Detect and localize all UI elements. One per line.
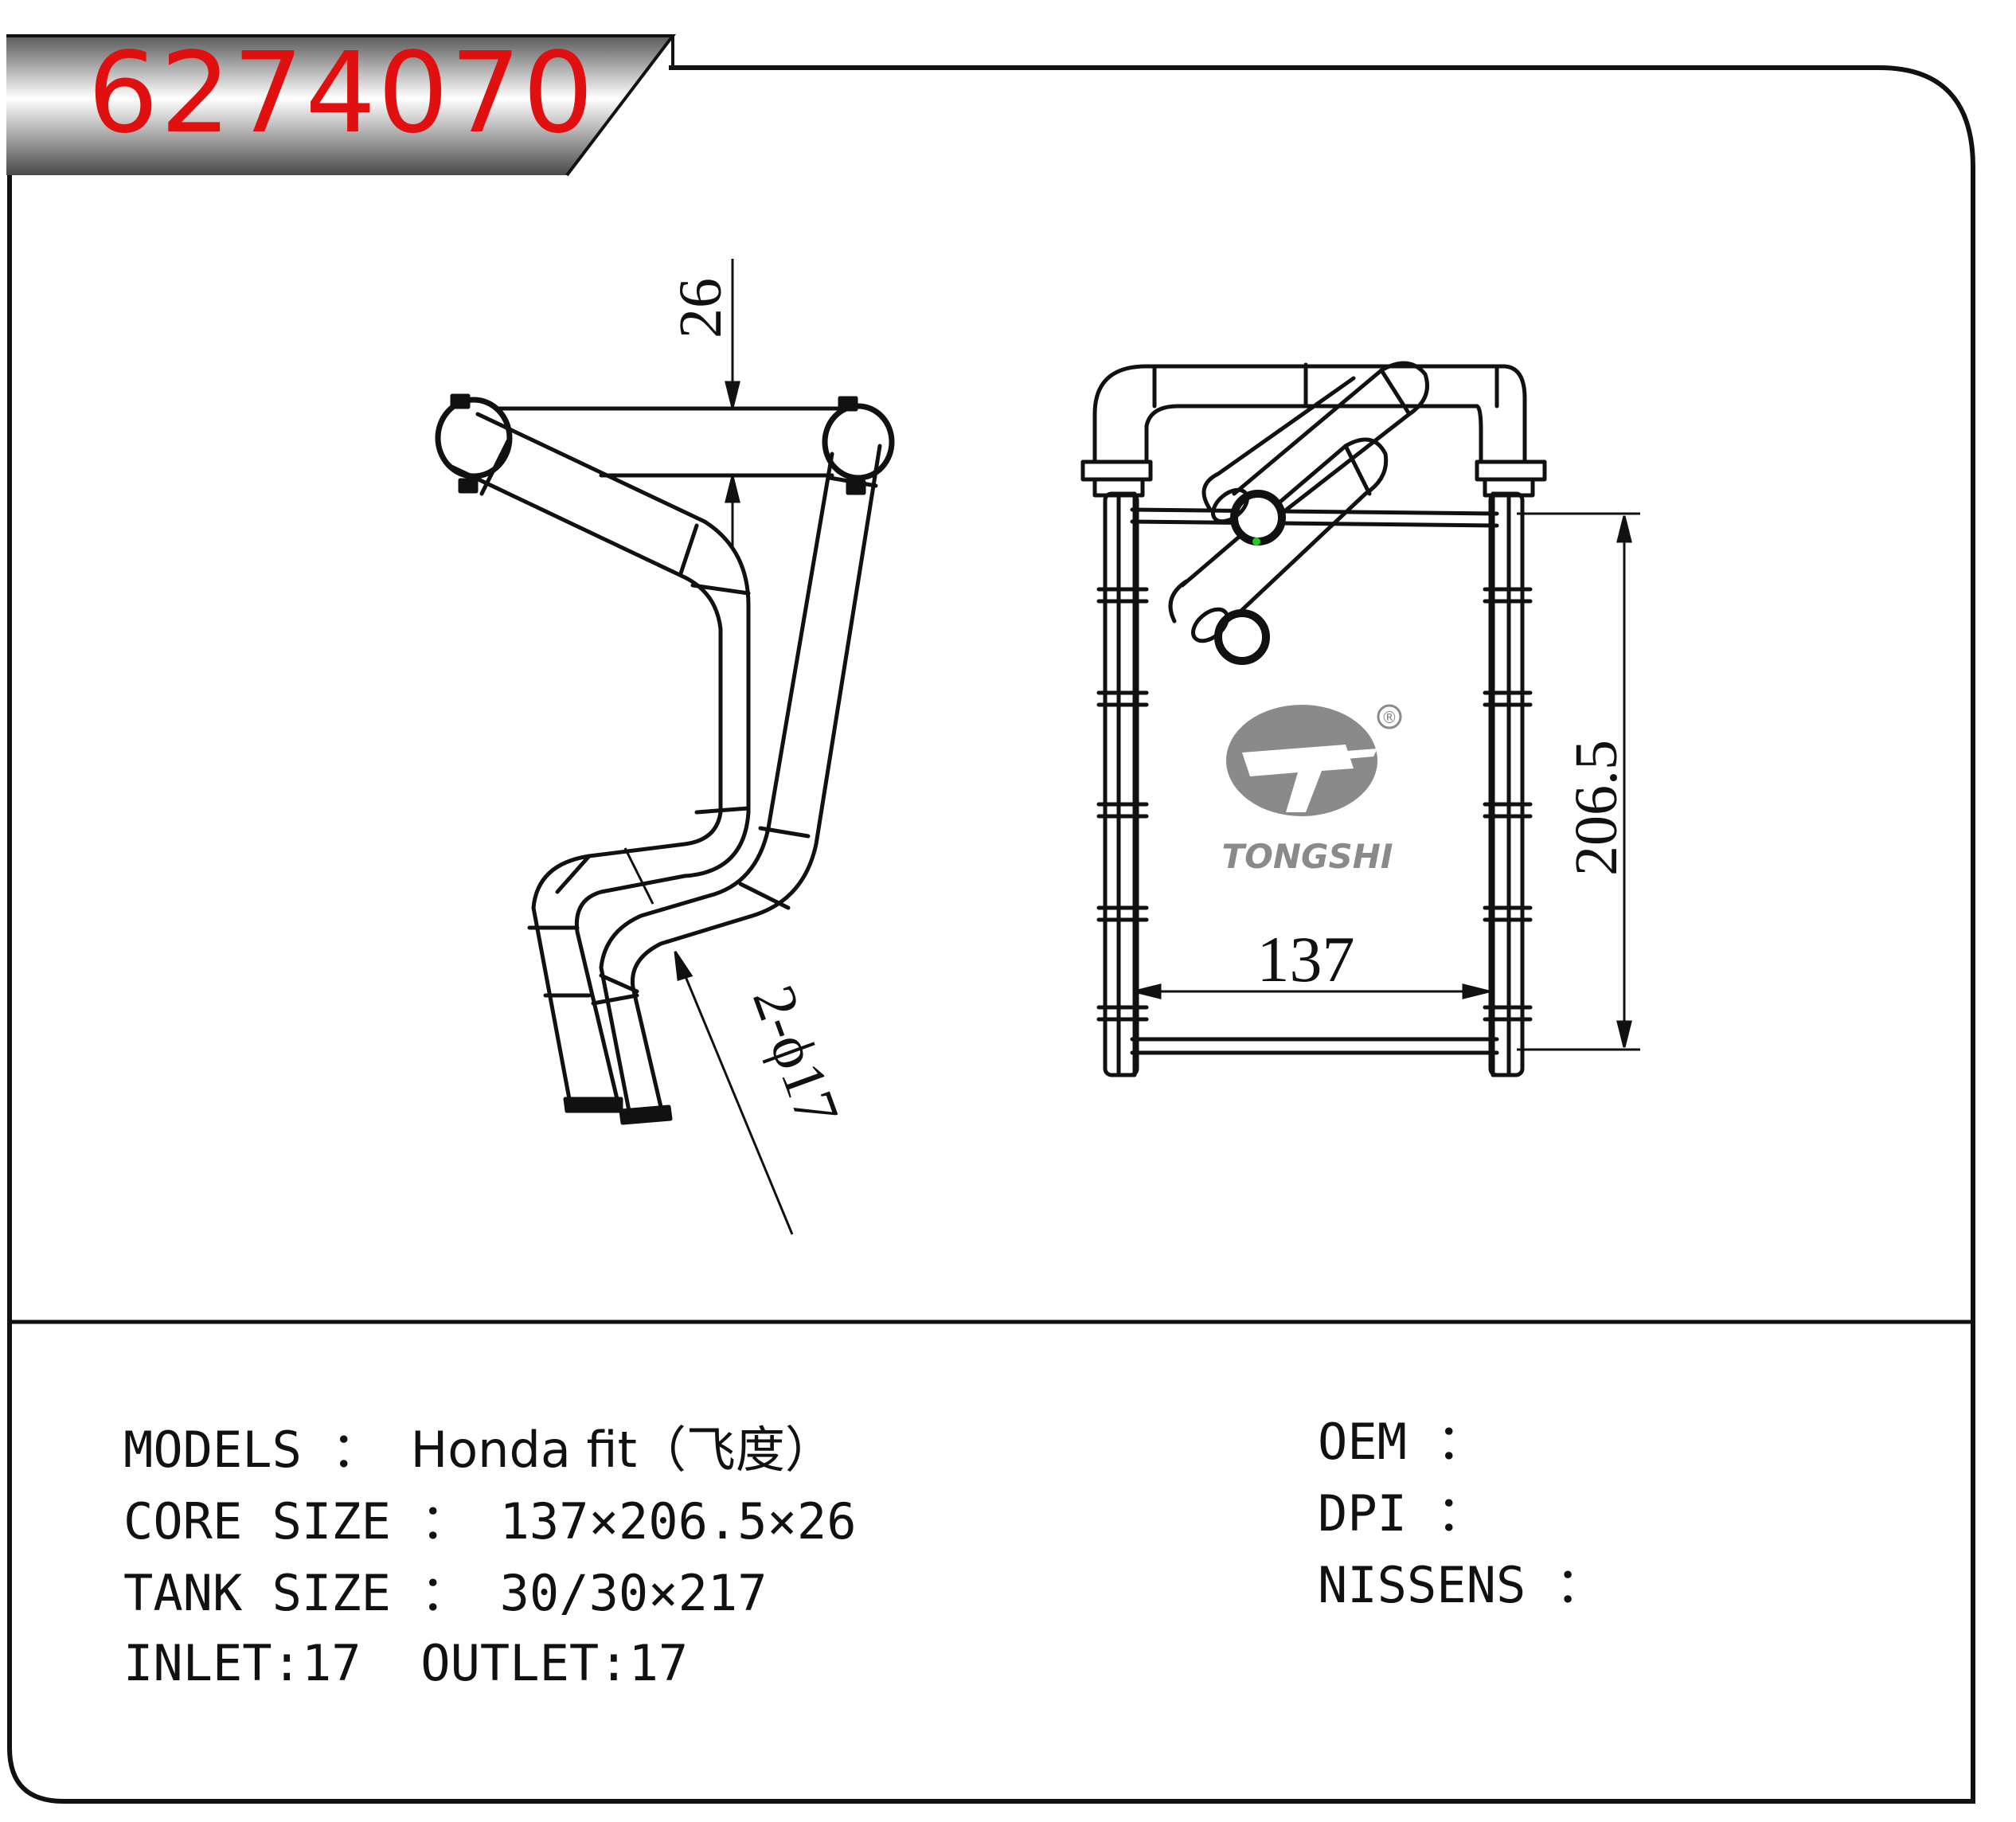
nissens-label: NISSENS <box>1318 1556 1526 1614</box>
oem-label: OEM <box>1318 1413 1407 1471</box>
dpi-label: DPI <box>1318 1484 1407 1542</box>
inlet-outlet-line: INLET:17 OUTLET:17 <box>123 1639 688 1688</box>
inlet-label: INLET: <box>123 1634 302 1692</box>
core-size-line: CORE SIZE ： 137×206.5×26 <box>123 1497 857 1546</box>
dpi-line: DPI ： <box>1318 1489 1486 1539</box>
oem-line: OEM ： <box>1318 1417 1486 1467</box>
nissens-line: NISSENS ： <box>1318 1561 1605 1610</box>
height-dimension <box>1517 512 1640 1051</box>
oem-sep: ： <box>1406 1413 1487 1471</box>
pipe-diameter-leader <box>623 847 794 1235</box>
outlet-value: 17 <box>628 1634 689 1692</box>
inlet-value: 17 <box>301 1634 361 1692</box>
depth-label: 26 <box>667 278 734 338</box>
width-dimension <box>1134 983 1490 999</box>
models-value: Honda fit（飞度） <box>410 1421 834 1479</box>
core-size-label: CORE SIZE <box>123 1492 391 1550</box>
width-label: 137 <box>1257 923 1355 995</box>
front-view <box>1080 361 1547 1077</box>
models-label: MODELS <box>123 1421 302 1479</box>
nissens-sep: ： <box>1526 1556 1605 1614</box>
frame-border <box>7 65 1975 1804</box>
height-label: 206.5 <box>1563 740 1630 876</box>
tongshi-logo: ® TONGSHI <box>1221 704 1402 876</box>
tank-size-value: 30/30×217 <box>499 1564 768 1622</box>
core-size-value: 137×206.5×26 <box>499 1492 857 1550</box>
brand-name: TONGSHI <box>1221 837 1393 876</box>
tank-size-label: TANK SIZE <box>123 1564 391 1622</box>
depth-dimension <box>725 259 740 549</box>
dpi-sep: ： <box>1406 1484 1487 1542</box>
models-sep: ： <box>301 1421 411 1479</box>
part-number: 6274070 <box>88 29 596 158</box>
core-size-sep: ： <box>390 1492 500 1550</box>
tank-size-sep: ： <box>390 1564 500 1622</box>
center-marker <box>1252 538 1260 545</box>
models-line: MODELS ： Honda fit（飞度） <box>123 1425 834 1475</box>
pipe-diameter-label: 2-ϕ17 <box>740 977 851 1134</box>
registered-mark: ® <box>1381 708 1397 727</box>
outlet-label: OUTLET: <box>420 1634 629 1692</box>
side-view <box>435 393 895 1125</box>
part-number-banner <box>6 34 677 177</box>
tank-size-line: TANK SIZE ： 30/30×217 <box>123 1569 768 1618</box>
